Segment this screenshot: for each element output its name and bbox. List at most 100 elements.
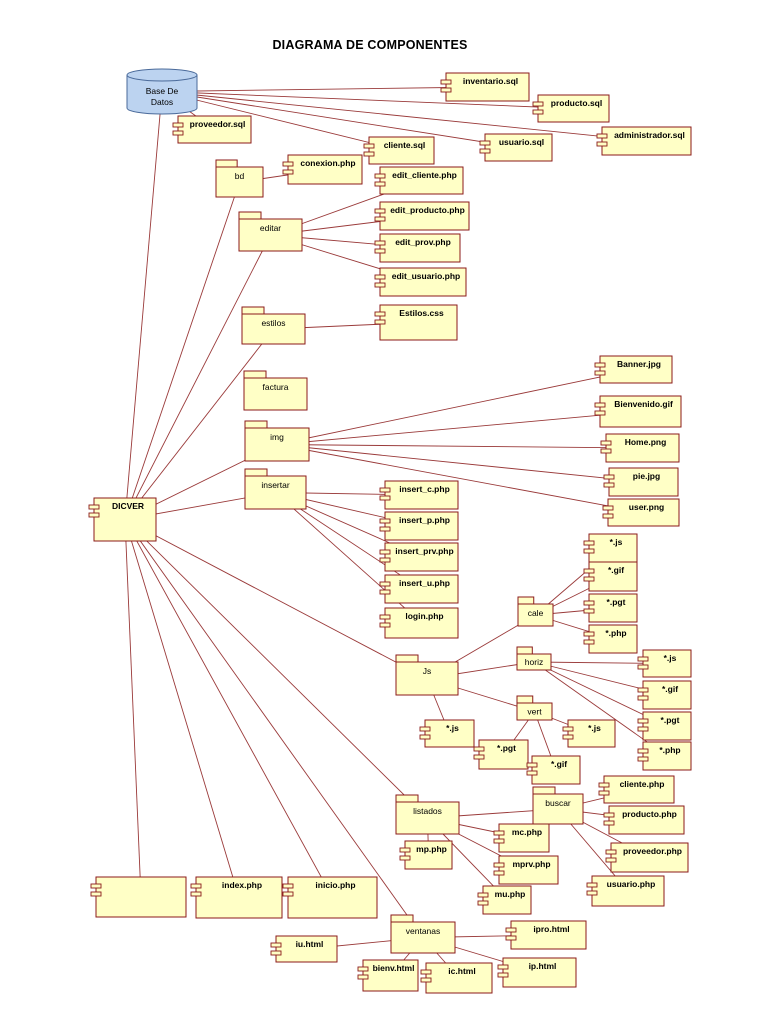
- component-user: user.png: [602, 498, 680, 527]
- component-port-icon: [477, 892, 489, 898]
- component-label: proveedor.php: [623, 846, 682, 856]
- package-tab: [241, 306, 265, 315]
- component-label: mp.php: [416, 844, 447, 854]
- component-label: inventario.sql: [463, 76, 518, 86]
- component-cale-pgt: *.pgt: [583, 593, 638, 623]
- component-port-icon: [583, 608, 595, 614]
- component-label: edit_producto.php: [390, 205, 465, 215]
- component-label: cliente.php: [620, 779, 665, 789]
- component-insert-c: insert_c.php: [379, 480, 459, 510]
- edge-img-pie: [276, 444, 644, 483]
- component-inicio: inicio.php: [282, 876, 378, 919]
- component-port-icon: [172, 130, 184, 136]
- component-body: [642, 680, 692, 710]
- component-vert-js: *.js: [562, 719, 616, 748]
- component-port-icon: [493, 862, 505, 868]
- component-port-icon: [497, 972, 509, 978]
- component-body: [484, 133, 553, 162]
- database-cylinder-top: [126, 68, 198, 82]
- component-label: *.php: [659, 745, 680, 755]
- component-label: *.php: [605, 628, 626, 638]
- component-body: [601, 126, 692, 156]
- package-body: [395, 661, 459, 696]
- component-port-icon: [637, 656, 649, 662]
- component-label: insert_p.php: [399, 515, 450, 525]
- package-label: buscar: [545, 798, 571, 808]
- component-label: *.gif: [662, 684, 678, 694]
- component-mc: mc.php: [493, 823, 550, 853]
- package-label: vert: [527, 707, 542, 717]
- package-tab: [215, 159, 238, 168]
- component-body: [275, 935, 338, 963]
- component-port-icon: [374, 173, 386, 179]
- component-port-icon: [598, 782, 610, 788]
- component-port-icon: [374, 274, 386, 280]
- component-port-icon: [594, 362, 606, 368]
- package-ventanas: ventanas: [390, 914, 456, 954]
- package-tab: [390, 914, 414, 923]
- component-label: iu.html: [296, 939, 324, 949]
- package-buscar: buscar: [532, 786, 584, 825]
- component-js-js: *.js: [419, 719, 475, 748]
- component-label: proveedor.sql: [190, 119, 246, 129]
- package-label: estilos: [261, 318, 285, 328]
- component-port-icon: [270, 942, 282, 948]
- package-body: [244, 427, 310, 462]
- component-label: *.js: [588, 723, 601, 733]
- component-insert-p: insert_p.php: [379, 511, 459, 541]
- component-body: [368, 136, 435, 165]
- component-port-icon: [379, 557, 391, 563]
- component-body: [478, 739, 529, 770]
- edge-dicver-index: [124, 519, 240, 898]
- database-cylinder-body: [126, 75, 198, 115]
- component-label: insert_u.php: [399, 578, 450, 588]
- component-label: pie.jpg: [633, 471, 660, 481]
- component-horiz-pgt: *.pgt: [637, 711, 692, 741]
- package-body: [243, 377, 308, 411]
- component-body: [195, 876, 283, 919]
- component-port-icon: [374, 311, 386, 317]
- component-label: edit_usuario.php: [392, 271, 460, 281]
- component-body: [599, 355, 673, 384]
- package-tab: [517, 596, 535, 605]
- component-estilos-css: Estilos.css: [374, 304, 458, 341]
- package-tab: [238, 211, 262, 220]
- component-port-icon: [583, 631, 595, 637]
- component-proveedor-sql: proveedor.sql: [172, 115, 252, 144]
- component-label: *.pgt: [607, 597, 626, 607]
- edge-db-inventario: [161, 86, 488, 92]
- component-port-icon: [420, 977, 432, 983]
- component-port-icon: [583, 639, 595, 645]
- component-producto-sql: producto.sql: [532, 94, 610, 123]
- component-usuario-php: usuario.php: [586, 875, 665, 907]
- component-dicver: DICVER: [88, 497, 157, 542]
- component-port-icon: [88, 504, 100, 510]
- component-port-icon: [440, 79, 452, 85]
- component-bienvenido: Bienvenido.gif: [594, 395, 682, 428]
- component-label: usuario.php: [607, 879, 656, 889]
- component-body: [498, 855, 559, 885]
- component-body: [588, 593, 638, 623]
- component-port-icon: [605, 857, 617, 863]
- package-body: [238, 218, 303, 252]
- component-body: [384, 511, 459, 541]
- component-port-icon: [637, 718, 649, 724]
- component-port-icon: [374, 248, 386, 254]
- component-port-icon: [583, 540, 595, 546]
- component-mprv: mprv.php: [493, 855, 559, 885]
- component-body: [384, 574, 459, 604]
- package-listados: listados: [395, 794, 460, 835]
- component-label: usuario.sql: [499, 137, 544, 147]
- component-vert-gif: *.gif: [526, 755, 581, 785]
- component-label: Home.png: [625, 437, 667, 447]
- component-edit-usuario: edit_usuario.php: [374, 267, 467, 297]
- component-body: [510, 920, 587, 950]
- component-port-icon: [526, 770, 538, 776]
- component-port-icon: [637, 664, 649, 670]
- component-port-icon: [379, 549, 391, 555]
- component-port-icon: [637, 726, 649, 732]
- component-label: *.js: [610, 537, 623, 547]
- edge-db-administrador: [161, 91, 647, 142]
- component-port-icon: [532, 109, 544, 115]
